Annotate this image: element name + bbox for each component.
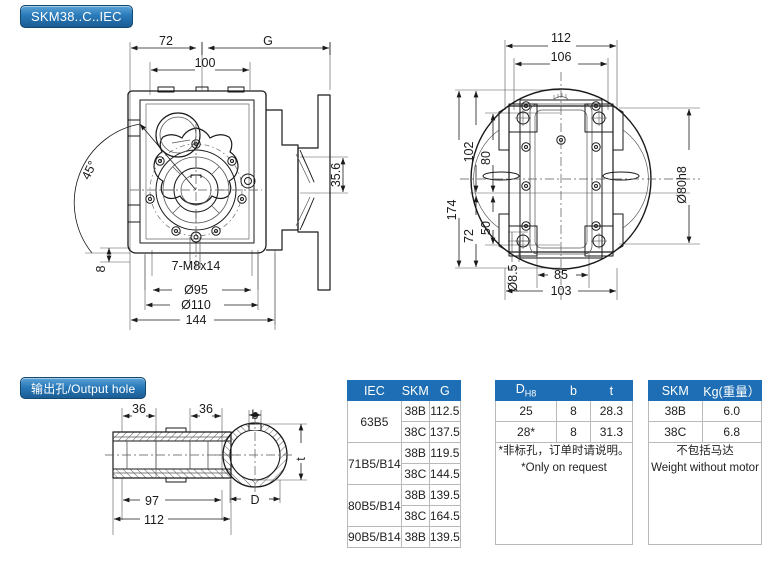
th-skm: SKM xyxy=(648,380,703,401)
cell-skm: 38C xyxy=(400,463,430,485)
dim-97: 97 xyxy=(145,494,159,508)
th-t: t xyxy=(589,380,634,401)
dim-80: 80 xyxy=(479,151,493,165)
cell-kg: 6.0 xyxy=(701,400,762,422)
dim-106: 106 xyxy=(551,50,572,64)
weight-note: 不包括马达 Weight without motor xyxy=(648,442,762,545)
th-kg: Kg(重量） xyxy=(701,380,762,401)
dim-b: b xyxy=(252,408,259,422)
dim-thread: 7-M8x14 xyxy=(172,259,221,273)
cell-iec: 80B5/B14 xyxy=(347,484,402,527)
output-hole-group xyxy=(105,408,307,535)
dim-103: 103 xyxy=(551,284,572,298)
th-skm: SKM xyxy=(400,380,430,401)
table-bore: DH8 b t 25 8 28.3 28* 8 31.3 *非标孔，订单时请说明… xyxy=(494,380,634,545)
th-iec: IEC xyxy=(347,380,402,401)
table-row: 38B 6.0 xyxy=(648,400,762,422)
dim-8: 8 xyxy=(94,265,108,272)
cell-iec: 71B5/B14 xyxy=(347,442,402,485)
table-row: 63B5 38B 112.5 xyxy=(347,400,461,443)
dim-d80h8: Ø80h8 xyxy=(675,166,689,204)
dim-t: t xyxy=(294,457,308,461)
cell-t: 28.3 xyxy=(589,400,634,422)
cell-g: 139.5 xyxy=(428,526,461,548)
dim-72: 72 xyxy=(159,34,173,48)
cell-skm: 38B xyxy=(648,400,703,422)
cell-g: 119.5 xyxy=(428,442,461,464)
th-g: G xyxy=(428,380,461,401)
cell-b: 8 xyxy=(556,421,591,443)
table-header-row: DH8 b t xyxy=(494,380,634,401)
dim-72-right: 72 xyxy=(462,229,476,243)
table-row: 71B5/B14 38B 119.5 xyxy=(347,442,461,485)
table-row: 25 8 28.3 xyxy=(494,400,634,422)
bore-note-en: *Only on request xyxy=(521,462,607,474)
table-row: 80B5/B14 38B 139.5 xyxy=(347,484,461,527)
dim-112-shaft: 112 xyxy=(144,513,164,527)
table-row: 38C 6.8 xyxy=(648,421,762,443)
dim-d95: Ø95 xyxy=(184,283,208,297)
cell-skm: 38C xyxy=(400,505,430,527)
cell-d: 25 xyxy=(494,400,558,422)
dim-50: 50 xyxy=(479,221,493,235)
cell-kg: 6.8 xyxy=(701,421,762,443)
dim-G: G xyxy=(263,34,273,48)
cell-skm: 38C xyxy=(400,421,430,443)
bore-note: *非标孔，订单时请说明。 *Only on request xyxy=(495,442,633,545)
left-view-group xyxy=(73,42,348,330)
dim-36-left: 36 xyxy=(132,402,146,416)
dim-112: 112 xyxy=(551,31,571,45)
table-row: 28* 8 31.3 xyxy=(494,421,634,443)
cell-skm: 38B xyxy=(400,484,430,506)
dim-144: 144 xyxy=(186,313,207,327)
th-dh8: DH8 xyxy=(494,380,558,401)
table-header-row: IEC SKM G xyxy=(347,380,461,401)
table-row: 90B5/B14 38B 139.5 xyxy=(347,526,461,548)
th-b: b xyxy=(556,380,591,401)
dim-102: 102 xyxy=(462,142,476,163)
dim-85: 85 xyxy=(554,268,568,282)
right-view-group xyxy=(455,40,700,300)
cell-g: 144.5 xyxy=(428,463,461,485)
dim-100: 100 xyxy=(195,56,216,70)
table-weight: SKM Kg(重量） 38B 6.0 38C 6.8 不包括马达 Weight … xyxy=(648,380,762,545)
cell-b: 8 xyxy=(556,400,591,422)
weight-note-en: Weight without motor xyxy=(651,462,759,474)
cell-g: 139.5 xyxy=(428,484,461,506)
output-hole-badge: 输出孔/Output hole xyxy=(20,377,147,399)
table-note-row: 不包括马达 Weight without motor xyxy=(648,442,762,545)
table-header-row: SKM Kg(重量） xyxy=(648,380,762,401)
cell-skm: 38C xyxy=(648,421,703,443)
table-note-row: *非标孔，订单时请说明。 *Only on request xyxy=(495,442,633,545)
cell-t: 31.3 xyxy=(589,421,634,443)
dim-d110: Ø110 xyxy=(181,298,211,312)
cell-skm: 38B xyxy=(400,442,430,464)
cell-iec: 90B5/B14 xyxy=(347,526,402,548)
dim-174: 174 xyxy=(445,200,459,221)
cell-g: 137.5 xyxy=(428,421,461,443)
table-iec-g: IEC SKM G 63B5 38B 112.5 38C 137.5 71B5/… xyxy=(347,380,461,548)
weight-note-cn: 不包括马达 xyxy=(676,445,734,457)
table-row: 38C 164.5 xyxy=(348,505,461,527)
cell-skm: 38B xyxy=(400,400,430,422)
dim-45deg: 45° xyxy=(79,159,100,182)
table-row: 38C 137.5 xyxy=(348,421,461,443)
bore-note-cn: *非标孔，订单时请说明。 xyxy=(498,445,630,457)
dim-36-right: 36 xyxy=(199,402,213,416)
title-badge: SKM38..C..IEC xyxy=(20,5,133,28)
cell-skm: 38B xyxy=(400,526,430,548)
dim-d8-5: Ø8.5 xyxy=(506,264,520,291)
dim-D: D xyxy=(250,493,259,507)
cell-g: 164.5 xyxy=(428,505,461,527)
cell-iec: 63B5 xyxy=(347,400,402,443)
cell-g: 112.5 xyxy=(428,400,461,422)
cell-d: 28* xyxy=(494,421,558,443)
dim-35-6: 35.6 xyxy=(329,163,343,187)
